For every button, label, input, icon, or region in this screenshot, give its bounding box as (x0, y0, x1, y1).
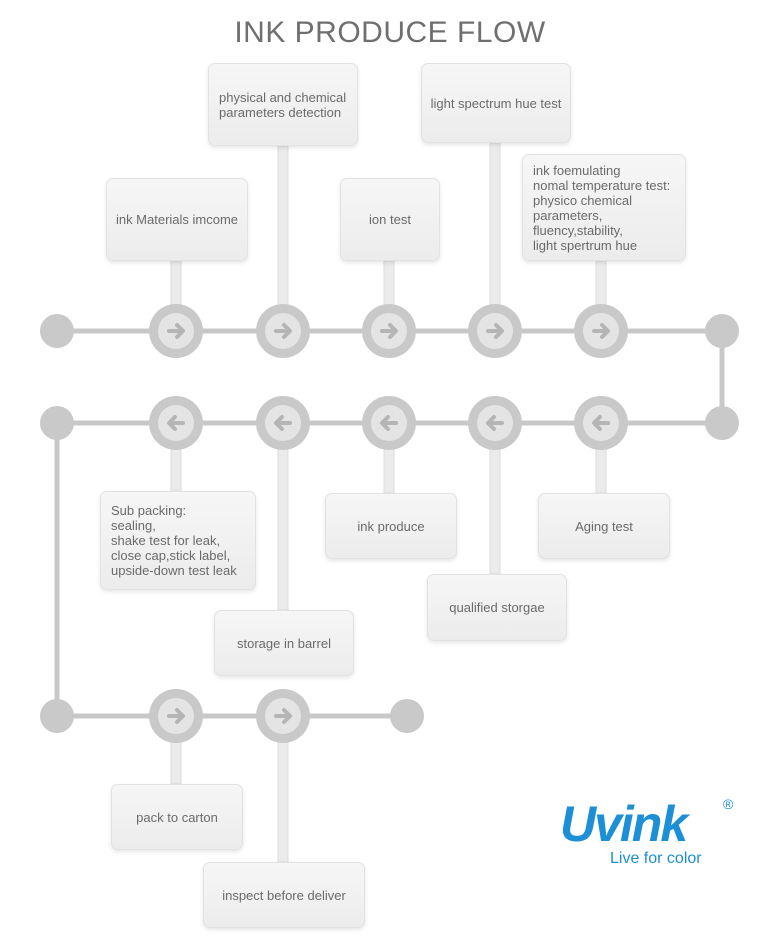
connector-spectrum (489, 142, 501, 308)
row2-step-4-arrow-head (486, 415, 496, 431)
row1-step-2-arrow-head (282, 323, 292, 339)
step-ink-formulating: ink foemulating nomal temperature test: … (522, 154, 686, 261)
step-ink-produce: ink produce (325, 493, 457, 559)
connector-ink-produce (383, 446, 395, 494)
logo-tagline: Live for color (610, 850, 702, 867)
row1-step-4-arrow-head (494, 323, 504, 339)
step-sub-packing: Sub packing: sealing, shake test for lea… (100, 491, 256, 590)
uvink-logo: Uvink ® Live for color (560, 796, 760, 876)
step-aging-test: Aging test (538, 493, 670, 559)
row1-start-node (40, 314, 74, 348)
step-qualified-storage: qualified storgae (427, 574, 567, 641)
row3-step-2-arrow-head (282, 708, 292, 724)
connector-storage-barrel (277, 446, 289, 611)
row2-end-node (40, 406, 74, 440)
step-physical-chemical-detection: physical and chemical parameters detecti… (208, 63, 358, 146)
page-title: INK PRODUCE FLOW (234, 16, 546, 49)
connector-sub-packing (170, 446, 182, 492)
step-inspect-before-deliver: inspect before deliver (203, 862, 365, 928)
row1-step-1-arrow-head (175, 323, 185, 339)
connector-formulating (595, 260, 607, 308)
connector-pack-carton (170, 739, 182, 785)
step-storage-in-barrel: storage in barrel (214, 610, 354, 676)
connector-materials (170, 260, 182, 308)
row2-step-1-arrow-head (167, 415, 177, 431)
step-pack-to-carton: pack to carton (111, 784, 243, 850)
connector-aging (595, 446, 607, 494)
step-materials-income: ink Materials imcome (106, 178, 248, 261)
row2-start-node (705, 406, 739, 440)
row3-start-node (40, 699, 74, 733)
logo-wordmark: Uvink (560, 796, 688, 852)
connector-inspect (277, 739, 289, 863)
step-light-spectrum-test: light spectrum hue test (421, 63, 571, 143)
row3-step-1-arrow-head (175, 708, 185, 724)
row2-step-3-arrow-head (380, 415, 390, 431)
step-ion-test: ion test (340, 178, 440, 261)
row1-end-node (705, 314, 739, 348)
connector-ion (383, 260, 395, 308)
registered-mark: ® (723, 796, 734, 812)
row1-step-5-arrow-head (600, 323, 610, 339)
row2-step-5-arrow-head (592, 415, 602, 431)
row2-step-2-arrow-head (274, 415, 284, 431)
connector-physical (277, 145, 289, 308)
connector-qualified-storage (489, 446, 501, 575)
row1-step-3-arrow-head (388, 323, 398, 339)
row3-end-node (390, 699, 424, 733)
